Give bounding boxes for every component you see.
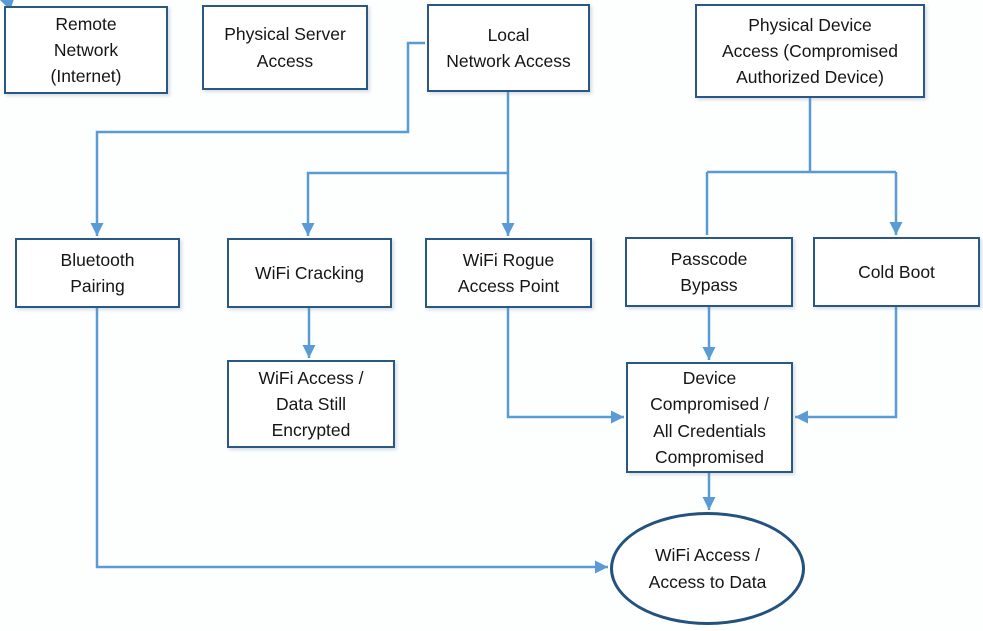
node-remote-network: Remote Network (Internet) bbox=[4, 6, 168, 94]
edge-coldboot-to-device bbox=[795, 307, 898, 424]
node-local-network-access-label: Local Network Access bbox=[446, 24, 571, 71]
edge-local-to-wifi-cracking bbox=[301, 171, 508, 236]
node-physical-device-access: Physical Device Access (Compromised Auth… bbox=[695, 4, 925, 98]
node-device-compromised: Device Compromised / All Credentials Com… bbox=[626, 362, 793, 473]
node-remote-network-label: Remote Network (Internet) bbox=[50, 13, 122, 87]
node-wifi-rogue-access-point-label: WiFi Rogue Access Point bbox=[457, 249, 560, 296]
node-wifi-cracking-label: WiFi Cracking bbox=[255, 262, 364, 283]
node-bluetooth-pairing: Bluetooth Pairing bbox=[15, 238, 180, 308]
node-wifi-access-data-still-encrypted: WiFi Access / Data Still Encrypted bbox=[227, 360, 395, 448]
node-wifi-access-to-data-label: WiFi Access / Access to Data bbox=[648, 545, 767, 592]
node-passcode-bypass-label: Passcode Bypass bbox=[670, 248, 748, 295]
node-device-compromised-label: Device Compromised / All Credentials Com… bbox=[650, 368, 769, 467]
edge-rogue-to-device bbox=[506, 308, 624, 424]
node-wifi-cracking: WiFi Cracking bbox=[227, 238, 392, 308]
node-cold-boot: Cold Boot bbox=[813, 237, 980, 307]
node-wifi-access-data-still-encrypted-label: WiFi Access / Data Still Encrypted bbox=[258, 367, 364, 441]
node-wifi-access-to-data: WiFi Access / Access to Data bbox=[610, 512, 805, 625]
node-passcode-bypass: Passcode Bypass bbox=[625, 237, 793, 307]
node-physical-server-access-label: Physical Server Access bbox=[224, 24, 346, 71]
node-physical-server-access: Physical Server Access bbox=[202, 5, 368, 90]
node-local-network-access: Local Network Access bbox=[427, 4, 590, 92]
node-bluetooth-pairing-label: Bluetooth Pairing bbox=[60, 249, 135, 296]
node-wifi-rogue-access-point: WiFi Rogue Access Point bbox=[425, 238, 592, 308]
node-physical-device-access-label: Physical Device Access (Compromised Auth… bbox=[721, 14, 899, 88]
node-cold-boot-label: Cold Boot bbox=[858, 261, 935, 282]
